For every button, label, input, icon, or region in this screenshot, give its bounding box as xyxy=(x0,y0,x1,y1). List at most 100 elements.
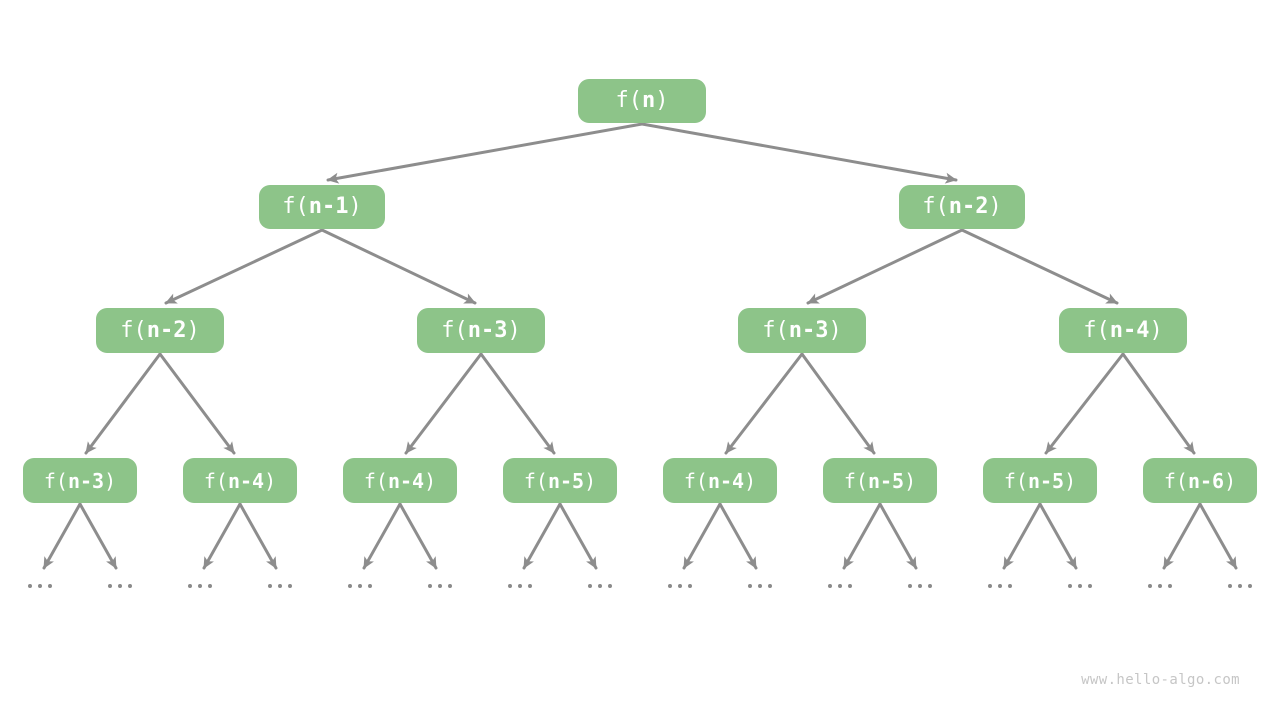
ellipsis-leaf xyxy=(987,583,1013,589)
node-argument: n-2 xyxy=(146,317,187,343)
ellipsis-dot xyxy=(1087,583,1093,589)
ellipsis-dot xyxy=(207,583,213,589)
edge-arrow xyxy=(960,228,1119,305)
node-argument: n-5 xyxy=(547,468,585,493)
tree-node: f(n-2) xyxy=(96,308,224,353)
tree-node: f(n-4) xyxy=(183,458,297,503)
edge-arrow xyxy=(158,352,236,455)
ellipsis-dot xyxy=(927,583,933,589)
ellipsis-dot xyxy=(437,583,443,589)
edge-arrow xyxy=(42,502,82,570)
ellipsis-dot xyxy=(517,583,523,589)
ellipsis-dot xyxy=(47,583,53,589)
edge-arrow xyxy=(326,122,644,184)
edge-arrow xyxy=(202,502,242,570)
node-argument: n-6 xyxy=(1187,468,1225,493)
ellipsis-dot xyxy=(527,583,533,589)
ellipsis-dot xyxy=(907,583,913,589)
ellipsis-leaf xyxy=(1147,583,1173,589)
node-argument: n-4 xyxy=(707,468,745,493)
edge-arrow xyxy=(558,502,598,570)
ellipsis-dot xyxy=(357,583,363,589)
ellipsis-leaf xyxy=(1227,583,1253,589)
edge-arrow xyxy=(1002,502,1042,570)
tree-node: f(n) xyxy=(578,79,706,123)
ellipsis-dot xyxy=(27,583,33,589)
ellipsis-dot xyxy=(197,583,203,589)
ellipsis-dot xyxy=(267,583,273,589)
edge-arrow xyxy=(718,502,758,570)
ellipsis-dot xyxy=(347,583,353,589)
tree-node: f(n-6) xyxy=(1143,458,1257,503)
ellipsis-dot xyxy=(827,583,833,589)
ellipsis-dot xyxy=(747,583,753,589)
edge-arrow xyxy=(1038,502,1078,570)
tree-node: f(n-4) xyxy=(343,458,457,503)
ellipsis-dot xyxy=(607,583,613,589)
node-argument: n-5 xyxy=(1027,468,1065,493)
node-argument: n-4 xyxy=(227,468,265,493)
ellipsis-dot xyxy=(107,583,113,589)
ellipsis-dot xyxy=(987,583,993,589)
tree-node: f(n-5) xyxy=(983,458,1097,503)
ellipsis-dot xyxy=(1167,583,1173,589)
ellipsis-dot xyxy=(287,583,293,589)
ellipsis-dot xyxy=(187,583,193,589)
ellipsis-dot xyxy=(1237,583,1243,589)
ellipsis-leaf xyxy=(667,583,693,589)
ellipsis-dot xyxy=(997,583,1003,589)
ellipsis-dot xyxy=(597,583,603,589)
tree-node: f(n-3) xyxy=(23,458,137,503)
ellipsis-leaf xyxy=(27,583,53,589)
tree-node: f(n-1) xyxy=(259,185,385,229)
ellipsis-leaf xyxy=(1067,583,1093,589)
ellipsis-dot xyxy=(507,583,513,589)
edge-arrow xyxy=(640,122,958,184)
ellipsis-dot xyxy=(847,583,853,589)
edge-arrow xyxy=(1121,352,1196,455)
ellipsis-dot xyxy=(427,583,433,589)
edge-arrow xyxy=(238,502,278,570)
edge-arrow xyxy=(78,502,118,570)
edge-arrow xyxy=(84,352,162,455)
edge-arrow xyxy=(404,352,483,455)
edge-arrow xyxy=(800,352,876,455)
edge-arrow xyxy=(1162,502,1202,570)
ellipsis-leaf xyxy=(907,583,933,589)
node-argument: n-4 xyxy=(1109,317,1150,343)
tree-node: f(n-4) xyxy=(1059,308,1187,353)
ellipsis-dot xyxy=(587,583,593,589)
node-argument: n-3 xyxy=(67,468,105,493)
ellipsis-leaf xyxy=(587,583,613,589)
ellipsis-dot xyxy=(1007,583,1013,589)
ellipsis-dot xyxy=(917,583,923,589)
node-argument: n-2 xyxy=(948,194,989,219)
edge-arrow xyxy=(522,502,562,570)
node-argument: n-4 xyxy=(387,468,425,493)
node-argument: n-3 xyxy=(788,317,829,343)
ellipsis-dot xyxy=(1247,583,1253,589)
ellipsis-dot xyxy=(837,583,843,589)
tree-node: f(n-3) xyxy=(738,308,866,353)
ellipsis-dot xyxy=(767,583,773,589)
edge-arrow xyxy=(806,228,964,305)
edge-arrow xyxy=(320,228,477,305)
ellipsis-leaf xyxy=(507,583,533,589)
ellipsis-dot xyxy=(1067,583,1073,589)
node-argument: n-1 xyxy=(308,194,349,219)
ellipsis-leaf xyxy=(107,583,133,589)
ellipsis-dot xyxy=(1077,583,1083,589)
edge-arrow xyxy=(878,502,918,570)
node-argument: n xyxy=(642,88,656,113)
ellipsis-dot xyxy=(1147,583,1153,589)
node-argument: n-3 xyxy=(467,317,508,343)
ellipsis-dot xyxy=(117,583,123,589)
edge-arrow xyxy=(164,228,324,305)
tree-node: f(n-2) xyxy=(899,185,1025,229)
ellipsis-dot xyxy=(1157,583,1163,589)
ellipsis-leaf xyxy=(427,583,453,589)
edge-arrow xyxy=(362,502,402,570)
ellipsis-leaf xyxy=(747,583,773,589)
